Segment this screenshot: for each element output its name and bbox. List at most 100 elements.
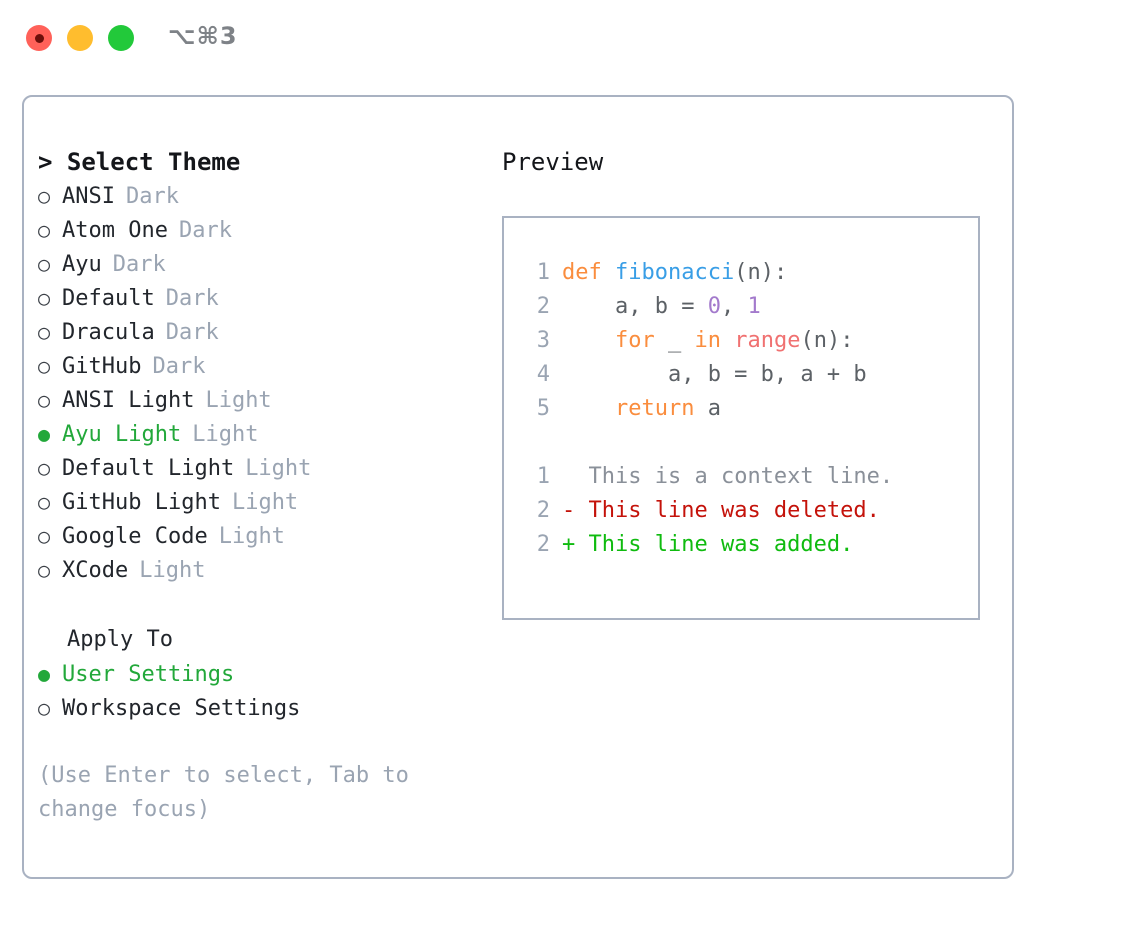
theme-option[interactable]: ○ Ayu Dark <box>38 247 478 281</box>
theme-option-label: XCode <box>62 558 129 583</box>
preview-title: Preview <box>502 148 604 176</box>
code-text: def fibonacci(n): <box>562 256 787 290</box>
token-built: range <box>734 328 801 353</box>
line-number: 2 <box>536 294 550 319</box>
code-line: 5 return a <box>524 392 978 426</box>
diff-line: 2- This line was deleted. <box>524 494 978 528</box>
theme-variant-tag: Light <box>139 558 206 583</box>
radio-selected-icon: ● <box>38 662 51 686</box>
radio-selected-icon: ● <box>38 422 51 446</box>
token-plain: _ <box>654 328 695 353</box>
line-number: 3 <box>536 328 550 353</box>
line-number: 2 <box>536 498 550 523</box>
theme-variant-tag: Light <box>205 388 272 413</box>
token-fn: fibonacci <box>614 260 735 285</box>
diff-text: + This line was added. <box>562 528 853 562</box>
radio-unselected-icon: ○ <box>38 456 51 480</box>
apply-to-option[interactable]: ●User Settings <box>38 657 478 691</box>
token-plain: a, b = <box>562 294 708 319</box>
theme-option-label: Default Light <box>62 456 235 481</box>
theme-variant-tag: Dark <box>152 354 206 379</box>
diff-marker: - <box>562 498 589 523</box>
theme-variant-tag: Light <box>231 490 299 515</box>
code-line: 3 for _ in range(n): <box>524 324 978 358</box>
code-line: 4 a, b = b, a + b <box>524 358 978 392</box>
theme-option-label: Ayu <box>62 252 102 277</box>
radio-unselected-icon: ○ <box>38 490 51 514</box>
theme-option-label: Default <box>62 286 155 311</box>
radio-unselected-icon: ○ <box>38 388 51 412</box>
close-button[interactable] <box>26 25 52 51</box>
section-spacer <box>38 587 478 623</box>
radio-unselected-icon: ○ <box>38 252 51 276</box>
token-punc: (n): <box>800 328 854 353</box>
apply-to-option-list[interactable]: ●User Settings○Workspace Settings <box>38 657 478 725</box>
radio-unselected-icon: ○ <box>38 218 51 242</box>
theme-variant-tag: Light <box>218 524 285 549</box>
line-number: 2 <box>536 532 550 557</box>
token-num: 0 <box>707 294 721 319</box>
apply-to-option[interactable]: ○Workspace Settings <box>38 691 478 725</box>
radio-unselected-icon: ○ <box>38 558 51 582</box>
token-punc: (n): <box>734 260 788 285</box>
theme-option-label: ANSI Light <box>62 388 195 413</box>
theme-option-label: Ayu Light <box>62 422 182 447</box>
minimize-button[interactable] <box>67 25 93 51</box>
diff-content: This line was added. <box>588 532 854 557</box>
radio-unselected-icon: ○ <box>38 696 51 720</box>
token-kw: def <box>562 260 615 285</box>
maximize-button[interactable] <box>108 25 134 51</box>
theme-option-label: ANSI <box>62 184 115 209</box>
diff-marker <box>562 464 589 489</box>
code-text: for _ in range(n): <box>562 324 853 358</box>
theme-option[interactable]: ● Ayu Light Light <box>38 417 478 451</box>
line-number: 4 <box>536 362 550 387</box>
token-plain <box>721 328 734 353</box>
token-kw: return <box>614 396 695 421</box>
diff-content: This is a context line. <box>588 464 894 489</box>
theme-option-label: GitHub Light <box>62 490 221 515</box>
theme-variant-tag: Light <box>192 422 259 447</box>
token-kw: in <box>694 328 721 353</box>
token-plain: a <box>694 396 721 421</box>
theme-variant-tag: Dark <box>112 252 166 277</box>
code-text: return a <box>562 392 721 426</box>
page-title: > Select Theme <box>38 148 241 176</box>
token-num: 1 <box>747 294 761 319</box>
code-line: 1 def fibonacci(n): <box>524 256 978 290</box>
diff-text: This is a context line. <box>562 460 894 494</box>
apply-to-heading: Apply To <box>67 627 173 652</box>
line-number: 1 <box>536 260 550 285</box>
code-text: a, b = 0, 1 <box>562 290 761 324</box>
theme-variant-tag: Dark <box>125 184 179 209</box>
token-plain <box>562 328 615 353</box>
radio-unselected-icon: ○ <box>38 524 51 548</box>
keyboard-hint: (Use Enter to select, Tab to change focu… <box>38 763 409 822</box>
diff-sample: 1 This is a context line.2- This line wa… <box>524 460 978 562</box>
theme-option[interactable]: ○ XCode Light <box>38 553 478 587</box>
theme-option-label: Atom One <box>62 218 168 243</box>
theme-option[interactable]: ○ ANSI Light Light <box>38 383 478 417</box>
token-plain <box>562 396 615 421</box>
radio-unselected-icon: ○ <box>38 354 51 378</box>
code-text: a, b = b, a + b <box>562 358 867 392</box>
diff-marker: + <box>562 532 589 557</box>
radio-unselected-icon: ○ <box>38 320 51 344</box>
theme-option[interactable]: ○ GitHub Light Light <box>38 485 478 519</box>
token-kw: for <box>614 328 655 353</box>
title-bar: ⌥⌘3 <box>0 0 1140 78</box>
shortcut-label: ⌥⌘3 <box>168 22 238 50</box>
